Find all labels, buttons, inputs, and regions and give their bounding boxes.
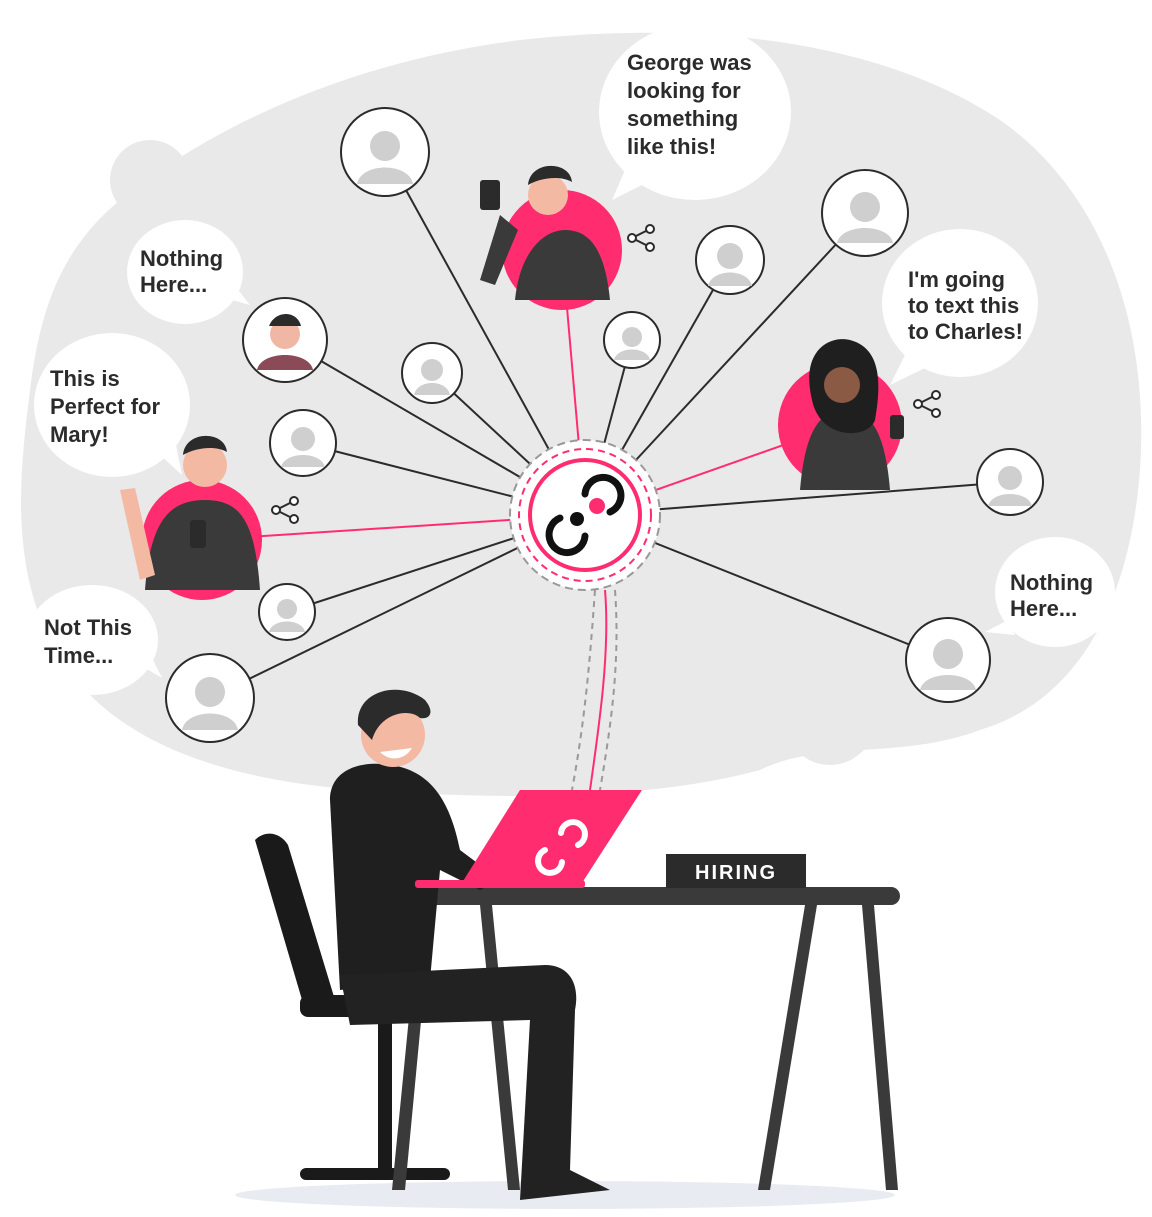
- share-icon: [913, 390, 941, 418]
- avatar-node: [340, 107, 430, 197]
- avatar-node: [165, 653, 255, 743]
- speech-bubble-not-this-time: Not This Time...: [26, 585, 162, 695]
- link-logo-icon: [545, 473, 625, 557]
- avatar-node: [258, 583, 316, 641]
- bubble-line: Nothing: [140, 246, 223, 271]
- bubble-line: to Charles!: [908, 319, 1023, 344]
- bubble-line: Mary!: [50, 422, 109, 447]
- speech-bubble-george: George was looking for something like th…: [599, 24, 791, 200]
- bubble-line: George was: [627, 50, 752, 75]
- hub-node: [509, 439, 661, 591]
- blob-dot: [110, 140, 190, 220]
- gray-avatars: [165, 107, 1044, 743]
- share-icon: [271, 496, 299, 524]
- avatar-node: [401, 342, 463, 404]
- share-icon: [627, 224, 655, 252]
- laptop: [415, 790, 642, 888]
- hiring-label: HIRING: [695, 862, 777, 884]
- avatar-node: [821, 169, 909, 257]
- speech-bubble-nothing-right: Nothing Here...: [985, 537, 1115, 647]
- bubble-line: Time...: [44, 643, 113, 668]
- bubble-line: Perfect for: [50, 394, 160, 419]
- bubble-line: Here...: [1010, 596, 1077, 621]
- bubble-line: Here...: [140, 272, 207, 297]
- bubble-line: I'm going: [908, 267, 1005, 292]
- svg-text:This is Perfect for: This is Perfect for Mary!: [50, 366, 166, 447]
- bubble-line: like this!: [627, 134, 716, 159]
- person-george: [480, 165, 622, 310]
- speech-bubble-nothing-left: Nothing Here...: [127, 220, 250, 324]
- hiring-sign: HIRING: [666, 854, 806, 888]
- svg-text:Nothing Here...: Nothing Here...: [1010, 570, 1099, 621]
- bubble-line: Not This: [44, 615, 132, 640]
- person-recruiter: [330, 689, 610, 1200]
- avatar-node: [269, 409, 337, 477]
- laptop-link-dashed: [571, 589, 596, 791]
- svg-text:Not This Time...: Not This Time...: [44, 615, 138, 668]
- speech-bubble-perfect: This is Perfect for Mary!: [34, 333, 190, 477]
- svg-text:I'm going to text this: I'm going to text this to Charles!: [908, 267, 1025, 344]
- bubble-line: This is: [50, 366, 120, 391]
- svg-text:George was looking for: George was looking for something like th…: [627, 50, 758, 159]
- speech-bubble-charles: I'm going to text this to Charles!: [882, 229, 1038, 385]
- avatar-node: [603, 311, 661, 369]
- avatar-node: [905, 617, 991, 703]
- bubble-line: looking for: [627, 78, 741, 103]
- svg-text:Nothing Here...: Nothing Here...: [140, 246, 229, 297]
- link-logo-icon: [535, 819, 588, 876]
- desk: [392, 887, 900, 1190]
- person-charles-sharer: [778, 339, 904, 490]
- bubble-line: Nothing: [1010, 570, 1093, 595]
- avatar-node: [242, 297, 328, 383]
- bubble-line: something: [627, 106, 738, 131]
- person-mary-sharer: [120, 435, 262, 600]
- blob-dot: [785, 675, 875, 765]
- avatar-node: [695, 225, 765, 295]
- laptop-link-dashed: [599, 589, 618, 791]
- avatar-node: [976, 448, 1044, 516]
- bubble-line: to text this: [908, 293, 1019, 318]
